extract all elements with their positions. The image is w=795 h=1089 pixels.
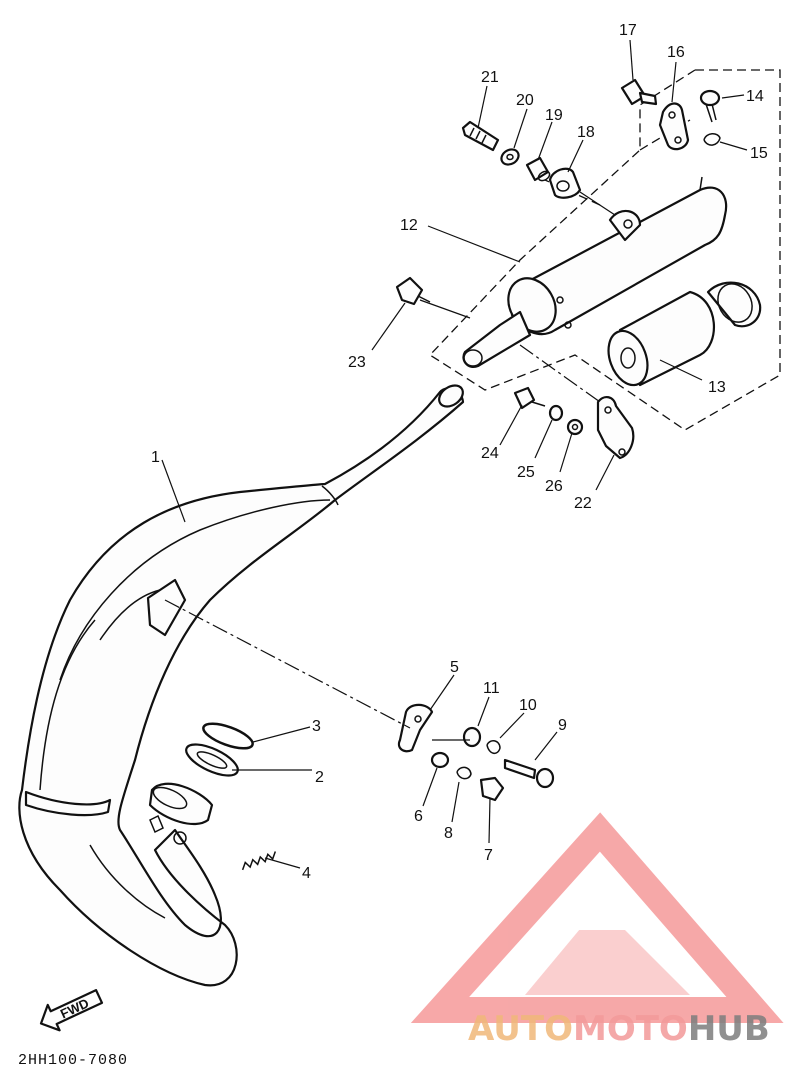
washer-26 (566, 418, 584, 436)
collar-10 (486, 740, 501, 754)
bolt-9 (503, 758, 555, 789)
watermark-hub: HUB (688, 1009, 770, 1049)
label-part-16: 16 (667, 44, 685, 61)
label-part-18: 18 (577, 124, 595, 141)
label-part-25: 25 (517, 464, 535, 481)
fwd-label: FWD (58, 995, 91, 1021)
label-part-7: 7 (484, 847, 493, 864)
bolt-21 (461, 120, 500, 152)
collar-19 (525, 156, 551, 182)
bracket-16 (658, 102, 690, 151)
label-part-4: 4 (302, 865, 311, 882)
label-part-15: 15 (750, 145, 768, 162)
label-part-21: 21 (481, 69, 499, 86)
label-part-2: 2 (315, 769, 324, 786)
washer-20 (500, 148, 520, 166)
damper-6 (430, 751, 450, 769)
silencer (462, 176, 728, 368)
bolt-7 (479, 776, 505, 802)
label-part-12: 12 (400, 217, 418, 234)
damper-11 (462, 726, 482, 748)
label-part-14: 14 (746, 88, 764, 105)
label-part-1: 1 (151, 449, 160, 466)
label-part-9: 9 (558, 717, 567, 734)
watermark-text: AUTOMOTOHUB (468, 1009, 770, 1049)
label-part-22: 22 (574, 495, 592, 512)
spring-4 (241, 851, 277, 871)
watermark-auto: AUTO (468, 1009, 573, 1049)
watermark-logo-icon (410, 812, 784, 1023)
label-part-5: 5 (450, 659, 459, 676)
leader-lines (161, 39, 748, 869)
forward-arrow-icon: FWD (39, 989, 104, 1032)
gasket-2 (185, 743, 239, 777)
label-part-8: 8 (444, 825, 453, 842)
washer-25 (548, 404, 564, 422)
grommet-18 (548, 167, 582, 199)
flange-joint (148, 782, 214, 825)
bracket-22 (596, 396, 635, 460)
label-part-26: 26 (545, 478, 563, 495)
bolt-17 (620, 78, 658, 106)
collar-8 (456, 766, 472, 780)
label-part-10: 10 (519, 697, 537, 714)
bracket-5 (397, 703, 434, 753)
exhaust-pipe (18, 384, 465, 987)
silencer-cover (607, 281, 762, 387)
o-ring-3 (202, 722, 254, 750)
label-part-11: 11 (483, 680, 500, 697)
bolt-23 (395, 276, 431, 306)
bolt-24 (513, 386, 546, 410)
bolt-14 (699, 89, 721, 123)
label-part-24: 24 (481, 445, 499, 462)
diagram-code: 2HH100-7080 (18, 1052, 128, 1069)
label-part-17: 17 (619, 22, 637, 39)
label-part-3: 3 (312, 718, 321, 735)
washer-15 (703, 133, 721, 146)
label-part-23: 23 (348, 354, 366, 371)
watermark-moto: MOTO (573, 1009, 688, 1049)
label-part-19: 19 (545, 107, 563, 124)
muffler-group-boundary (428, 69, 781, 431)
label-part-6: 6 (414, 808, 423, 825)
label-part-20: 20 (516, 92, 534, 109)
label-part-13: 13 (708, 379, 726, 396)
